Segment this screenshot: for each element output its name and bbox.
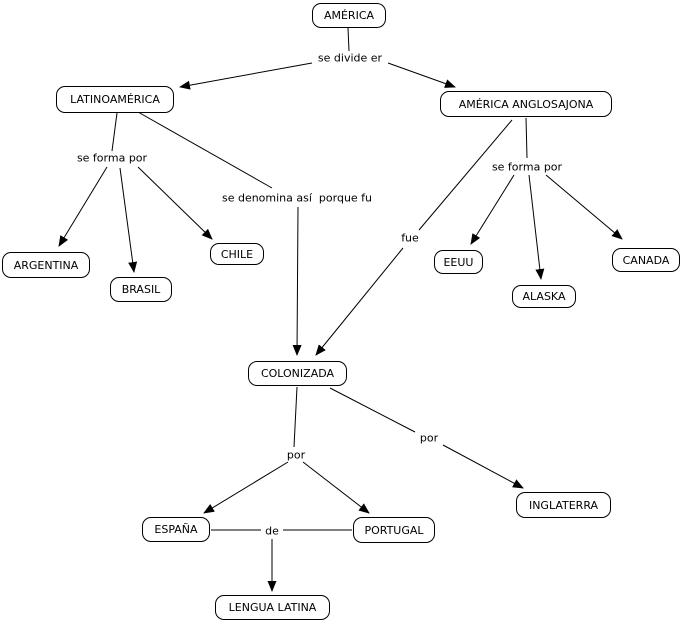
- link-label-se-divide[interactable]: se divide er: [317, 51, 383, 65]
- edge-latinoamerica-sedenomina: [137, 111, 273, 189]
- arrow-seforma-canada: [545, 174, 623, 240]
- link-label-por-right[interactable]: por: [419, 431, 439, 445]
- node-brasil[interactable]: BRASIL: [110, 277, 172, 302]
- arrow-por-espana: [203, 461, 289, 514]
- node-colonizada[interactable]: COLONIZADA: [248, 361, 347, 386]
- edge-latinoamerica-seforma: [111, 112, 118, 152]
- node-latinoamerica[interactable]: LATINOAMÉRICA: [56, 86, 174, 113]
- edge-anglosajona-fue: [418, 119, 513, 231]
- node-america-anglosajona[interactable]: AMÉRICA ANGLOSAJONA: [440, 91, 612, 117]
- node-argentina[interactable]: ARGENTINA: [2, 252, 90, 278]
- edge-colonizada-porleft: [293, 386, 298, 448]
- arrow-sedenomina-colonizada: [292, 206, 302, 356]
- arrow-fue-colonizada: [315, 247, 404, 356]
- node-chile[interactable]: CHILE: [210, 243, 264, 265]
- arrow-seforma-chile: [137, 166, 213, 240]
- node-canada[interactable]: CANADA: [612, 248, 680, 272]
- arrow-seforma-eeuu: [470, 174, 515, 245]
- link-label-se-forma-right[interactable]: se forma por: [491, 160, 563, 174]
- link-label-fue[interactable]: fue: [401, 231, 419, 245]
- node-espana[interactable]: ESPAÑA: [142, 517, 210, 542]
- node-alaska[interactable]: ALASKA: [512, 285, 576, 308]
- node-eeuu[interactable]: EEUU: [434, 250, 483, 274]
- link-label-se-denomina[interactable]: se denomina así porque fu: [221, 191, 373, 205]
- node-portugal[interactable]: PORTUGAL: [353, 517, 435, 543]
- arrow-seforma-argentina: [58, 166, 108, 247]
- link-label-por-left[interactable]: por: [286, 448, 306, 462]
- edge-anglosajona-seforma: [525, 117, 528, 159]
- edge-colonizada-porright: [329, 387, 416, 433]
- node-inglaterra[interactable]: INGLATERRA: [516, 492, 611, 518]
- arrow-sedivide-latinoamerica: [179, 62, 313, 90]
- edge-america-sedivide: [347, 27, 350, 52]
- arrow-por-inglaterra: [442, 444, 524, 489]
- arrow-sedivide-anglosajona: [387, 62, 456, 88]
- node-lengua-latina[interactable]: LENGUA LATINA: [215, 595, 330, 620]
- link-label-de[interactable]: de: [265, 524, 279, 538]
- node-america[interactable]: AMÉRICA: [312, 3, 386, 28]
- link-label-se-forma-left[interactable]: se forma por: [76, 151, 148, 165]
- arrow-por-portugal: [302, 461, 370, 514]
- arrow-seforma-brasil: [119, 167, 138, 273]
- arrow-seforma-alaska: [528, 174, 545, 280]
